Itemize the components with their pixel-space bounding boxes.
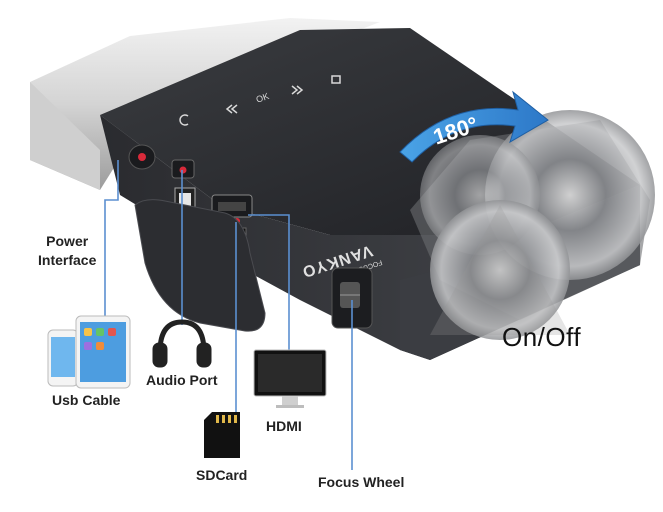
- sdcard-label: SDCard: [196, 467, 248, 483]
- phones-icon: [47, 315, 131, 389]
- power-interface-label: Power Interface: [38, 232, 96, 270]
- focus-wheel-label: Focus Wheel: [318, 474, 405, 490]
- home-icon: [331, 75, 341, 84]
- port-cover: [134, 199, 266, 332]
- touch-controls: OK: [179, 75, 341, 126]
- power-label-line2: Interface: [38, 252, 97, 268]
- ports-panel: [128, 144, 266, 332]
- audio-port-label: Audio Port: [146, 372, 218, 388]
- usb-cable-label: Usb Cable: [52, 392, 121, 408]
- hdmi-label: HDMI: [266, 418, 302, 434]
- on-off-label: On/Off: [502, 322, 582, 352]
- back-icon: [179, 114, 189, 126]
- lens-assembly: [410, 110, 655, 340]
- right-icon: [291, 85, 304, 95]
- power-label-line1: Power: [46, 233, 89, 249]
- callout-lines: [104, 160, 353, 470]
- headphones-icon: [152, 319, 212, 368]
- left-icon: [225, 104, 238, 114]
- sdcard-icon: [204, 412, 240, 458]
- rotation-arrow: [399, 90, 549, 163]
- monitor-icon: [253, 349, 327, 408]
- ok-icon: OK: [255, 91, 271, 105]
